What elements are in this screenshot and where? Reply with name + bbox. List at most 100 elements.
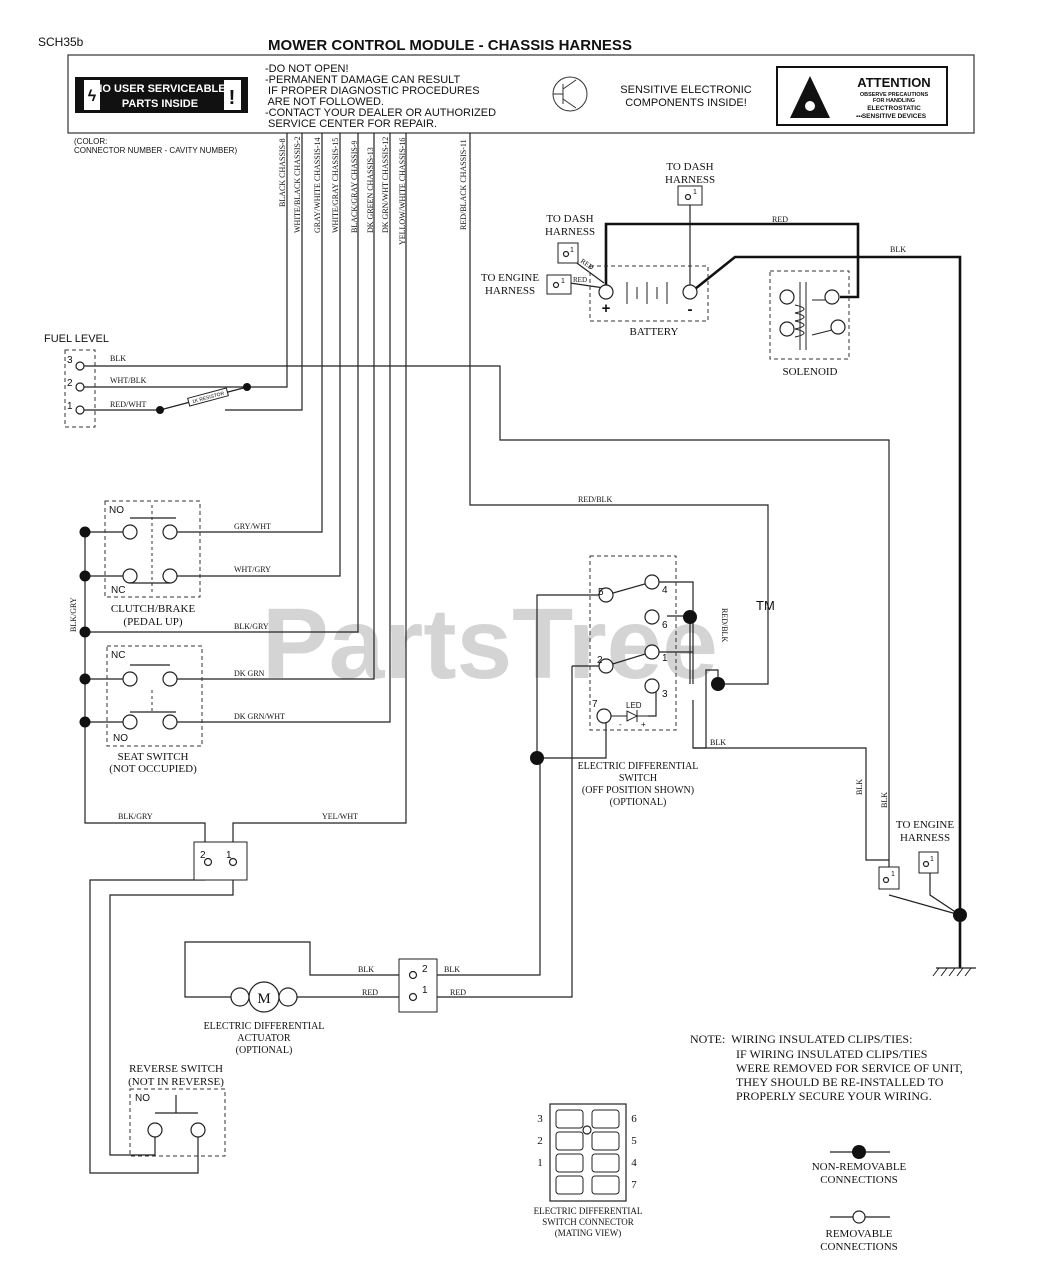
pin-number: 1 [693, 189, 697, 196]
wire-label-yel-wht: YEL/WHT [322, 812, 358, 821]
wiring-note: NOTE: WIRING INSULATED CLIPS/TIES: IF WI… [690, 1032, 963, 1103]
dash-label: HARNESS [665, 174, 715, 186]
wire-label-wht-blk: WHT/BLK [110, 376, 147, 385]
reverse-label: (NOT IN REVERSE) [128, 1076, 224, 1088]
wire-label-blk: BLK [444, 965, 460, 974]
pin-number: 1 [537, 1157, 543, 1169]
wire-label-wht-gry: WHT/GRY [234, 565, 271, 574]
note-line: NOTE: WIRING INSULATED CLIPS/TIES: [690, 1032, 912, 1046]
switch-state-nc: NC [111, 585, 125, 596]
pin-number: 4 [662, 585, 668, 596]
pin-number: 1 [570, 247, 574, 254]
reverse-label: REVERSE SWITCH [129, 1063, 223, 1075]
attention-sub: SENSITIVE DEVICES [862, 113, 927, 120]
lightning-icon: ϟ [88, 88, 97, 105]
note-line: IF WIRING INSULATED CLIPS/TIES [736, 1047, 927, 1061]
esd-warning-icon [790, 76, 830, 118]
wire-label-blk: BLK [710, 738, 726, 747]
fuel-level-sender: FUEL LEVEL 3 2 1 [44, 333, 109, 428]
eds-label: ELECTRIC DIFFERENTIAL [578, 761, 699, 772]
connector-label: (MATING VIEW) [555, 1228, 622, 1238]
pin-number: 5 [598, 587, 604, 598]
note-line: WERE REMOVED FOR SERVICE OF UNIT, [736, 1061, 963, 1075]
control-module: ϟ NO USER SERVICEABLE PARTS INSIDE ! -DO… [67, 54, 975, 134]
wire-label-blk: BLK [358, 965, 374, 974]
harness-wire-label: BLACK/GRAY CHASSIS-9 [350, 140, 359, 233]
legend-color: (COLOR: [74, 137, 107, 146]
dash-label: HARNESS [545, 226, 595, 238]
attention-mark: ▪▪▪ [856, 114, 862, 120]
sensitive-line1: SENSITIVE ELECTRONIC [620, 84, 751, 96]
connector-label: SWITCH CONNECTOR [542, 1217, 634, 1227]
harness-wire-label: WHITE/BLACK CHASSIS-2 [293, 136, 302, 233]
harness-wires [80, 133, 961, 1174]
wire-label-blk-gry: BLK/GRY [234, 622, 269, 631]
clutch-label: (PEDAL UP) [123, 616, 183, 628]
pin-number: 2 [537, 1135, 543, 1147]
actuator-label: (OPTIONAL) [236, 1045, 293, 1056]
module-note: ARE NOT FOLLOWED. [265, 96, 384, 108]
pin-number: 2 [67, 378, 73, 389]
pin-number: 2 [597, 655, 603, 666]
wire-label-red: RED [579, 257, 595, 272]
module-note: IF PROPER DIAGNOSTIC PROCEDURES [265, 85, 480, 97]
harness-wire-label: GRAY/WHITE CHASSIS-14 [313, 138, 322, 234]
actuator-label: ACTUATOR [237, 1033, 290, 1044]
switch-connector-mating-view: 3 2 1 6 5 4 7 ELECTRIC DIFFERENTIAL SWIT… [534, 1103, 643, 1238]
wire-label-red: RED [772, 215, 788, 224]
wire-label-red-wht: RED/WHT [110, 400, 147, 409]
dash-label: TO DASH [546, 213, 593, 225]
motor-icon: M [257, 991, 270, 1007]
pin-number: 7 [592, 699, 598, 710]
connector-2pin: 2 1 [193, 841, 248, 881]
pin-number: 1 [67, 401, 73, 412]
pin-number: 2 [200, 850, 206, 861]
switch-state-no: NO [135, 1093, 150, 1104]
positive-terminal-icon: + [602, 300, 611, 317]
led-minus-icon: - [619, 720, 622, 729]
negative-terminal-icon: - [688, 301, 693, 318]
pin-number: 1 [662, 653, 668, 664]
dash-connector-left: TO DASH HARNESS 1 [545, 213, 595, 264]
resistor: 1K RESISTOR [159, 386, 248, 411]
dash-label: TO DASH [666, 161, 713, 173]
badge-line1: NO USER SERVICEABLE [94, 83, 225, 95]
connection-legend: NON-REMOVABLE CONNECTIONS REMOVABLE CONN… [812, 1145, 907, 1253]
pin-number: 7 [631, 1179, 637, 1191]
wire-label-red: RED [362, 988, 378, 997]
pin-number: 1 [930, 856, 934, 863]
electric-differential-switch: 5 4 6 2 1 3 7 LED + - ELECTRIC DIFFERENT… [578, 555, 699, 808]
module-note: -CONTACT YOUR DEALER OR AUTHORIZED [265, 107, 496, 119]
eds-label: (OFF POSITION SHOWN) [582, 785, 694, 796]
engine-label: HARNESS [485, 285, 535, 297]
legend-removable: REMOVABLE [825, 1228, 892, 1240]
attention-sub: ELECTROSTATIC [867, 105, 921, 112]
pin-number: 2 [422, 964, 428, 975]
reverse-switch: REVERSE SWITCH (NOT IN REVERSE) NO [128, 1063, 226, 1157]
pin-number: 1 [891, 871, 895, 878]
engine-label: TO ENGINE [481, 272, 539, 284]
battery: + - BATTERY [589, 265, 709, 338]
harness-wire-label: YELLOW/WHITE CHASSIS-16 [398, 138, 407, 245]
eds-label: SWITCH [619, 773, 657, 784]
battery-cables [604, 222, 962, 968]
harness-wire-labels: BLACK CHASSIS-8 WHITE/BLACK CHASSIS-2 GR… [278, 136, 468, 245]
pin-number: 1 [226, 850, 232, 861]
harness-wire-label: DK GRN/WHT CHASSIS-12 [381, 137, 390, 233]
badge-line2: PARTS INSIDE [122, 98, 198, 110]
pin-number: 1 [422, 985, 428, 996]
legend-non-removable: CONNECTIONS [820, 1174, 898, 1186]
wire-label-red-blk: RED/BLK [578, 495, 612, 504]
pin-number: 5 [631, 1135, 637, 1147]
watermark-tm: TM [756, 598, 775, 613]
attention-title: ATTENTION [857, 75, 930, 90]
note-line: PROPERLY SECURE YOUR WIRING. [736, 1089, 932, 1103]
attention-sub: FOR HANDLING [873, 98, 915, 104]
electric-differential-actuator: M ELECTRIC DIFFERENTIAL ACTUATOR (OPTION… [204, 981, 324, 1056]
wire-label-gry-wht: GRY/WHT [234, 522, 271, 531]
engine-label: TO ENGINE [896, 819, 954, 831]
seat-switch: NC NO SEAT SWITCH (NOT OCCUPIED) [106, 645, 203, 775]
connector-label: ELECTRIC DIFFERENTIAL [534, 1206, 643, 1216]
module-note: -DO NOT OPEN! [265, 63, 349, 75]
